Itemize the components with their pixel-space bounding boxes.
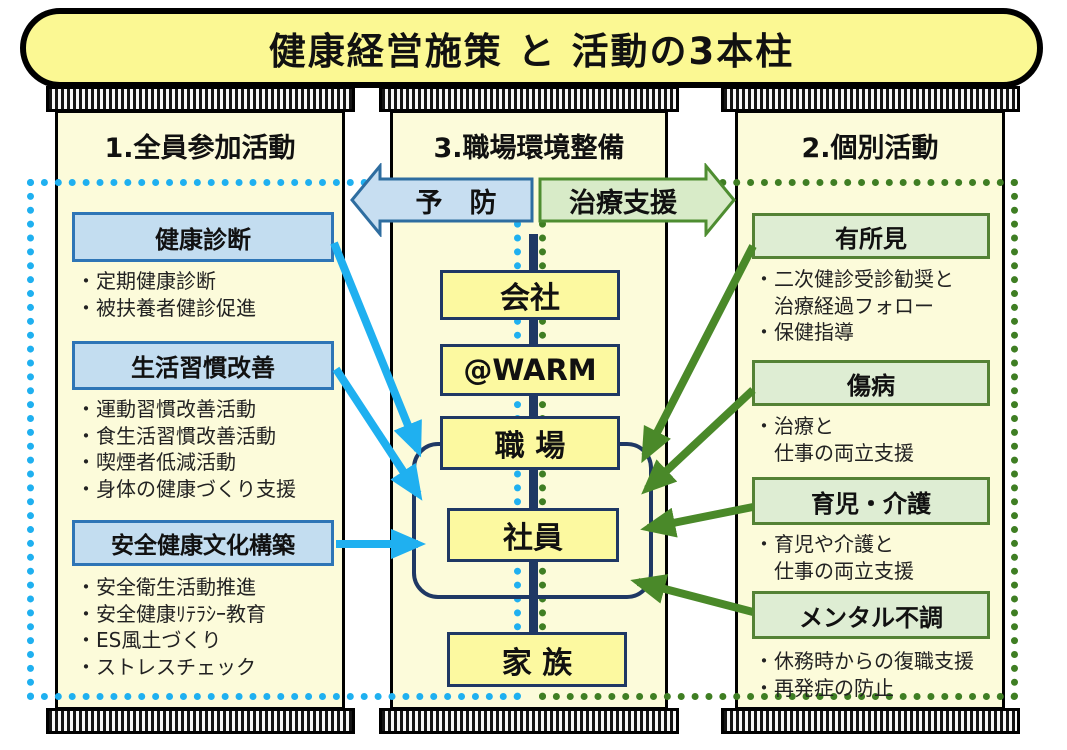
node-family: 家 族: [447, 632, 627, 687]
bullet-line: ・治療と: [754, 414, 834, 438]
bullet-line: ・ストレスチェック: [76, 654, 256, 679]
heading-workplace-environment: 3.職場環境整備: [433, 133, 625, 164]
bullets-mental-health: ・休務時からの復職支援 ・再発症の防止: [754, 648, 1006, 701]
bullet-line: ・保健指導: [754, 320, 854, 344]
bullet-line: ・育児や介護と: [754, 532, 894, 556]
treatment-support-arrow-label: 治療支援: [569, 187, 677, 219]
pillar-cap: [721, 708, 1020, 734]
heading-all-member-activities: 1.全員参加活動: [104, 133, 296, 164]
pillar-cap: [379, 86, 679, 112]
bullet-line: ・二次健診受診勧奨と: [754, 267, 954, 291]
bullets-findings: ・二次健診受診勧奨と 治療経過フォロー ・保健指導: [754, 266, 1006, 346]
pillar-cap: [46, 708, 355, 734]
node-warm: @WARM: [440, 344, 620, 396]
bullet-line: ・喫煙者低減活動: [76, 450, 236, 474]
bullets-lifestyle-improvement: ・運動習慣改善活動 ・食生活習慣改善活動 ・喫煙者低減活動 ・身体の健康づくり支…: [76, 396, 344, 502]
bullet-line: ・ES風土づくり: [76, 628, 222, 652]
prevention-arrow-shape: [350, 161, 534, 239]
bullet-line: ・定期健康診断: [76, 269, 216, 293]
bullet-line: ・安全衛生活動推進: [76, 575, 256, 599]
bullets-safety-health-culture: ・安全衛生活動推進 ・安全健康ﾘﾃﾗｼｰ教育 ・ES風土づくり ・ストレスチェッ…: [76, 574, 344, 680]
bullet-line: 治療経過フォロー: [754, 293, 934, 318]
prevention-arrow-label: 予 防: [415, 187, 497, 219]
node-workplace: 職 場: [440, 416, 620, 470]
node-company: 会社: [440, 270, 620, 320]
pillar-cap: [379, 708, 679, 734]
treatment-support-arrow-shape: [538, 161, 736, 239]
box-findings: 有所見: [752, 213, 990, 259]
bullet-line: ・被扶養者健診促進: [76, 295, 256, 320]
bullet-line: 仕事の両立支援: [754, 558, 914, 583]
bullet-line: ・食生活習慣改善活動: [76, 423, 276, 448]
box-mental-health: メンタル不調: [752, 591, 990, 639]
bullet-line: ・運動習慣改善活動: [76, 397, 256, 421]
pillar-cap: [46, 86, 355, 112]
treatment-support-arrow: 治療支援: [538, 161, 736, 239]
page-title: 健康経営施策 と 活動の3本柱: [268, 30, 795, 73]
box-safety-health-culture: 安全健康文化構築: [72, 520, 334, 566]
bullet-line: ・安全健康ﾘﾃﾗｼｰ教育: [76, 601, 266, 626]
bullets-health-checkup: ・定期健康診断 ・被扶養者健診促進: [76, 268, 344, 321]
title-banner: 健康経営施策 と 活動の3本柱: [20, 8, 1043, 88]
box-health-checkup: 健康診断: [72, 212, 334, 262]
box-childcare-nursing: 育児・介護: [752, 477, 990, 525]
prevention-arrow: 予 防: [350, 161, 534, 239]
box-lifestyle-improvement: 生活習慣改善: [72, 341, 334, 390]
bullet-line: ・再発症の防止: [754, 675, 894, 700]
pillar-cap: [721, 86, 1020, 112]
bullet-line: ・身体の健康づくり支援: [76, 476, 296, 501]
box-injury-illness: 傷病: [752, 360, 990, 406]
node-employee: 社員: [447, 508, 619, 562]
bullet-line: 仕事の両立支援: [754, 440, 914, 465]
bullet-line: ・休務時からの復職支援: [754, 649, 974, 673]
bullets-injury-illness: ・治療と 仕事の両立支援: [754, 413, 1006, 466]
bullets-childcare-nursing: ・育児や介護と 仕事の両立支援: [754, 531, 1006, 584]
heading-individual-activities: 2.個別活動: [801, 133, 939, 164]
